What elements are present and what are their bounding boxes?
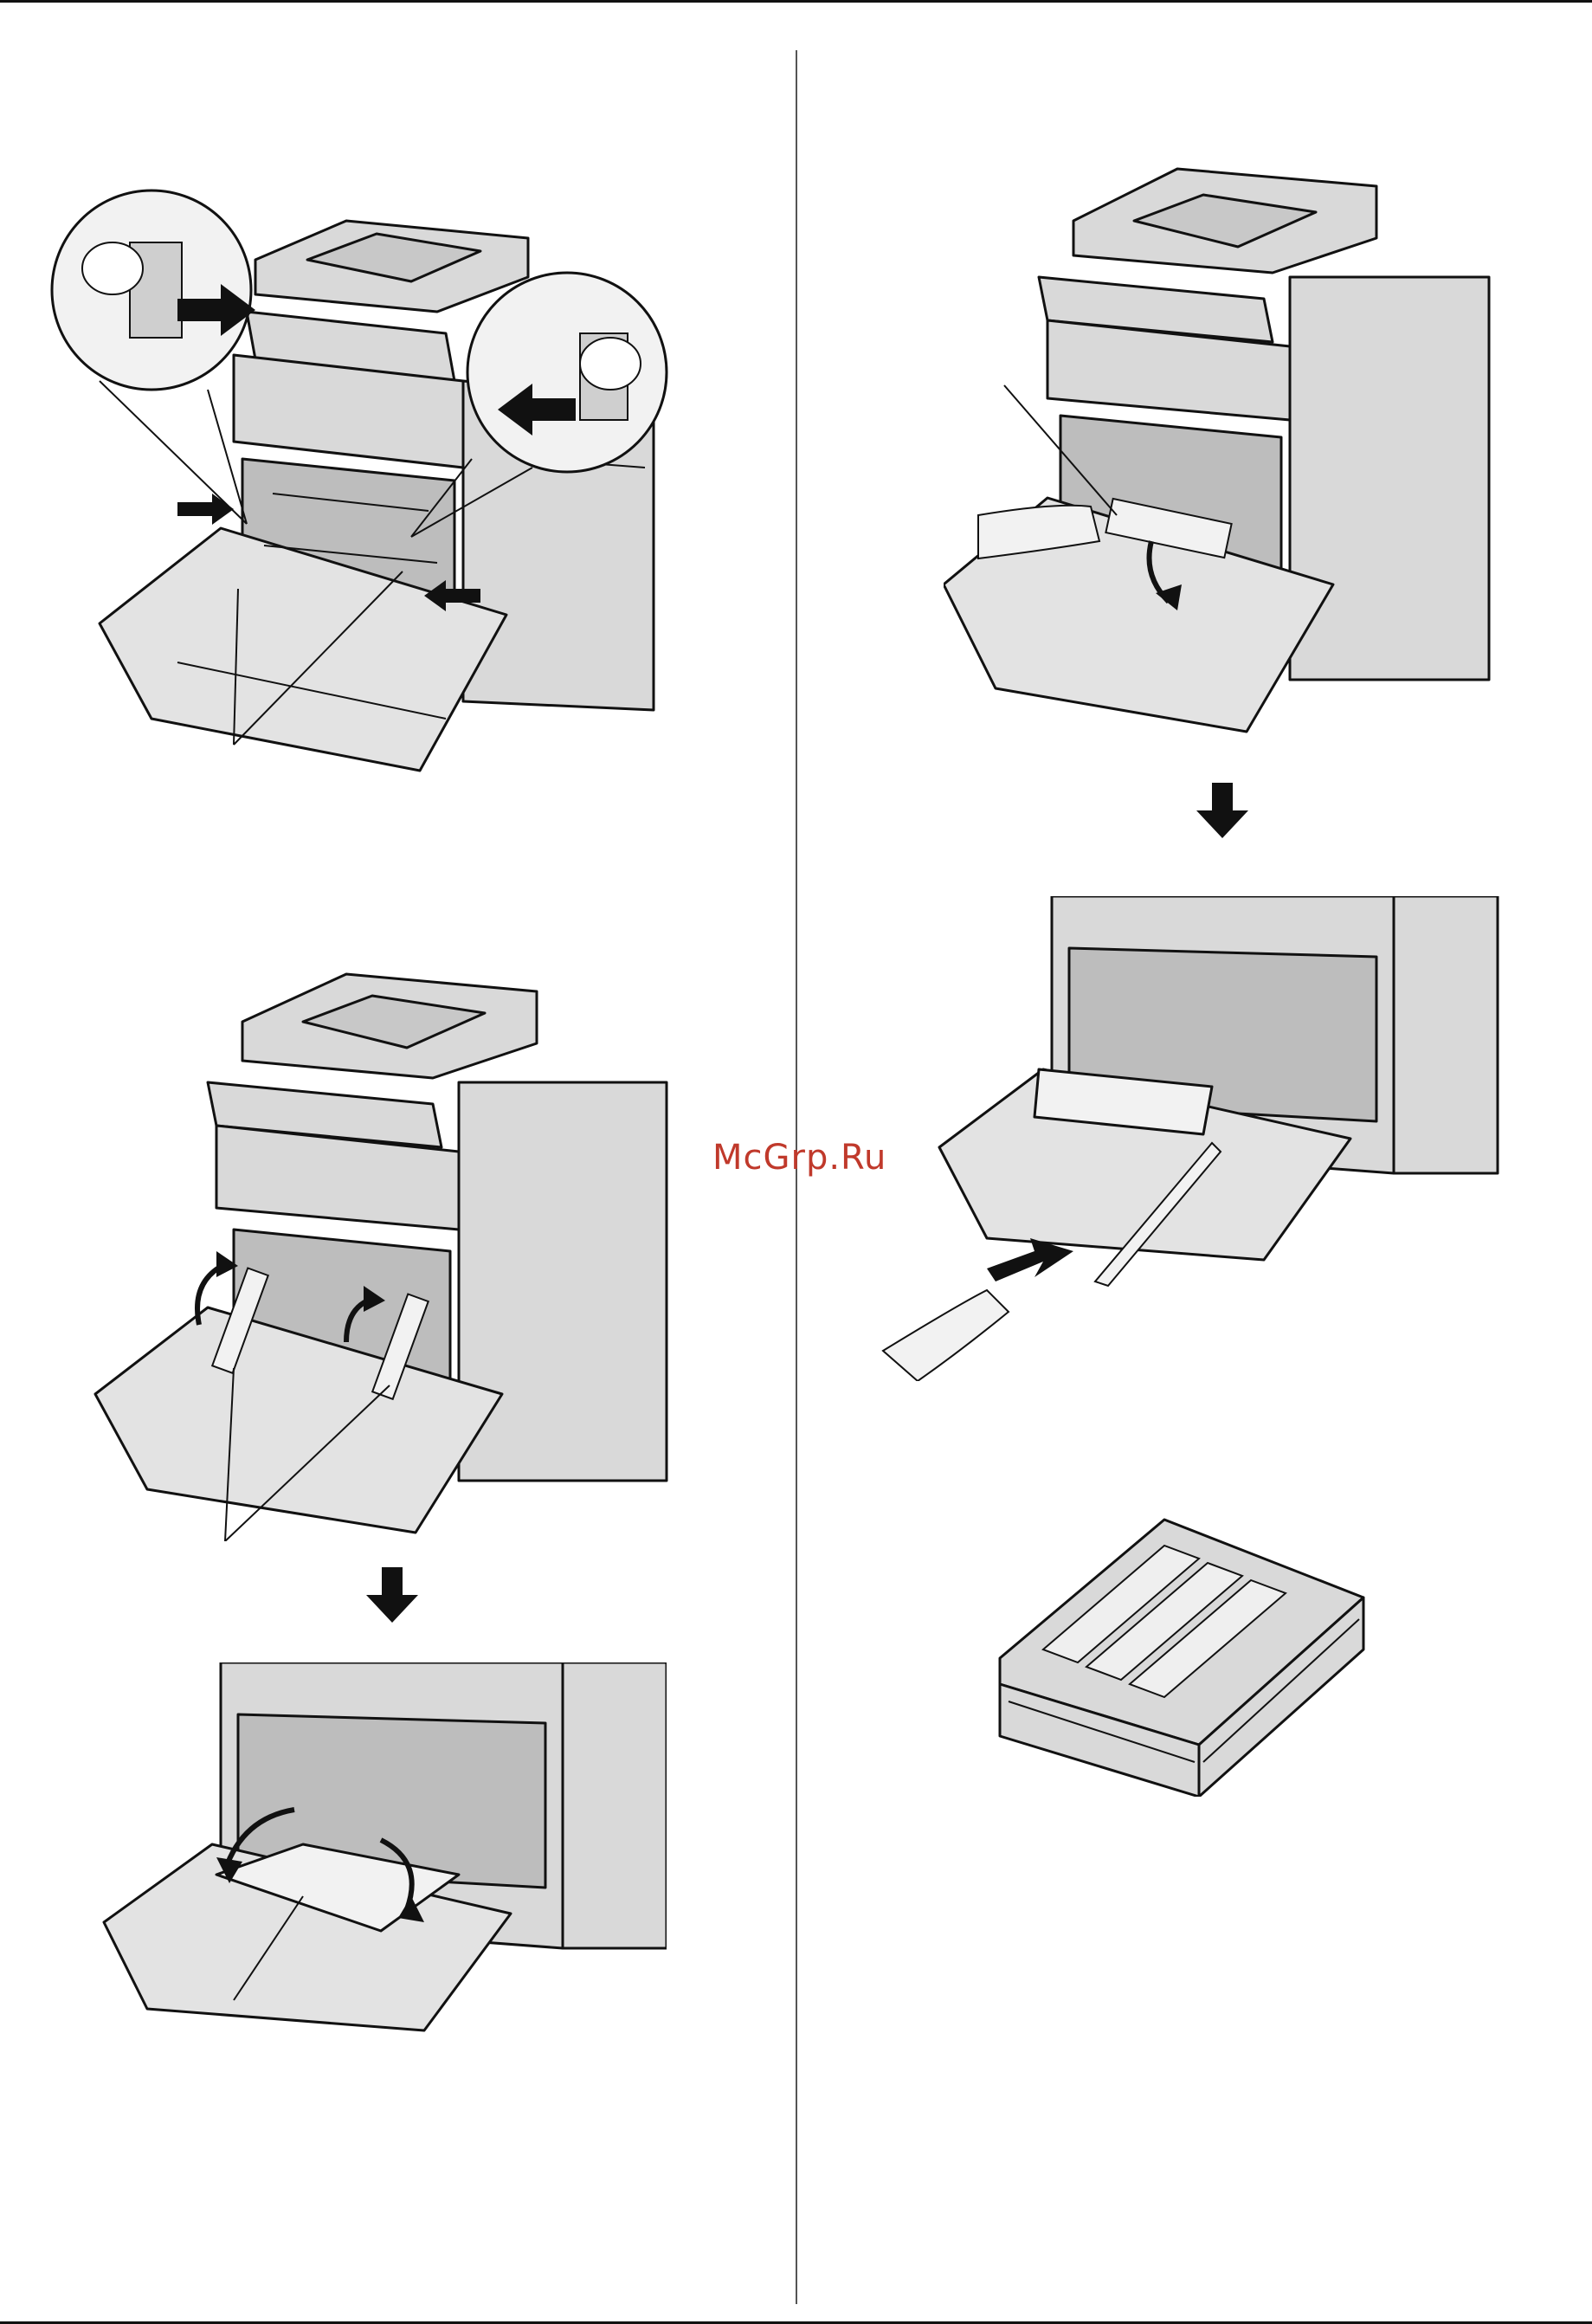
page-top-rule [0,0,1592,3]
release-levers-illustration [48,182,740,788]
lift-levers-illustration [87,961,693,1541]
lower-cover-illustration [95,1662,667,2035]
down-arrow-icon [1196,783,1248,838]
watermark-text: McGrp.Ru [712,1140,886,1175]
down-arrow-icon [366,1567,418,1623]
grip-handle-illustration [944,160,1498,740]
pull-out-unit-illustration [866,896,1506,1381]
removed-unit-illustration [991,1511,1372,1797]
